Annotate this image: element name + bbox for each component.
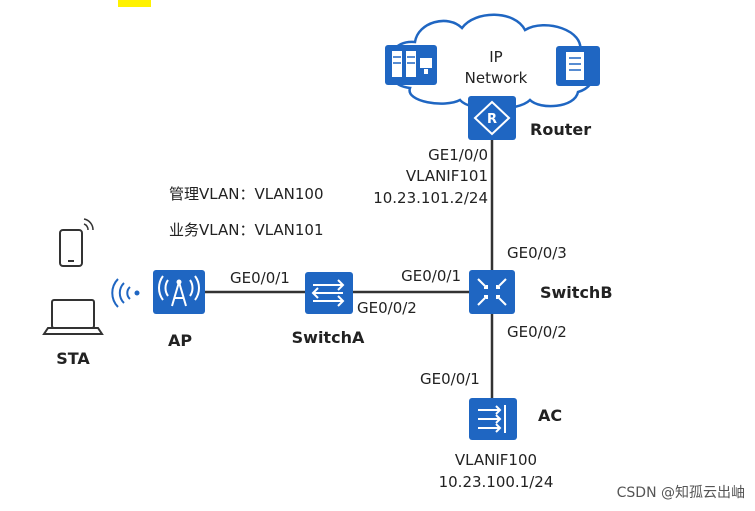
switcha-label: SwitchA: [292, 328, 365, 347]
cloud-label-line1: IP: [489, 48, 502, 66]
watermark-text: CSDN @知孤云出岫: [617, 484, 745, 501]
highlight-mark: [118, 0, 151, 7]
phone-icon: [59, 218, 94, 267]
sta-label: STA: [56, 349, 90, 368]
router-icon: R: [468, 96, 516, 140]
server-icon: [556, 46, 600, 86]
router-label: Router: [530, 120, 591, 139]
router-vlanif-label: VLANIF101: [406, 167, 488, 185]
ac-vlanif-label: VLANIF100: [455, 451, 537, 469]
switchb-up-port: GE0/0/3: [507, 244, 567, 262]
links: [205, 140, 494, 400]
ap-icon: [153, 270, 205, 314]
wifi-signal-icon: [111, 278, 140, 308]
switchb-icon: [469, 270, 515, 314]
switcha-left-port: GE0/0/1: [230, 269, 290, 287]
servers-icon: [385, 45, 437, 85]
switchb-down-port: GE0/0/2: [507, 323, 567, 341]
ap-label: AP: [168, 331, 192, 350]
service-vlan-label: 业务VLAN：VLAN101: [169, 221, 324, 239]
switchb-left-port: GE0/0/1: [401, 267, 461, 285]
ac-label: AC: [538, 406, 562, 425]
ac-ip-label: 10.23.100.1/24: [439, 473, 554, 491]
switcha-icon: [305, 272, 353, 314]
ac-port-label: GE0/0/1: [420, 370, 480, 388]
svg-text:R: R: [487, 112, 497, 127]
cloud-label-line2: Network: [465, 69, 528, 87]
switchb-label: SwitchB: [540, 283, 613, 302]
mgmt-vlan-label: 管理VLAN：VLAN100: [169, 185, 324, 203]
router-port-label: GE1/0/0: [428, 146, 488, 164]
laptop-icon: [42, 299, 104, 335]
ac-icon: [469, 398, 517, 440]
router-ip-label: 10.23.101.2/24: [373, 189, 488, 207]
switcha-right-port: GE0/0/2: [357, 299, 417, 317]
